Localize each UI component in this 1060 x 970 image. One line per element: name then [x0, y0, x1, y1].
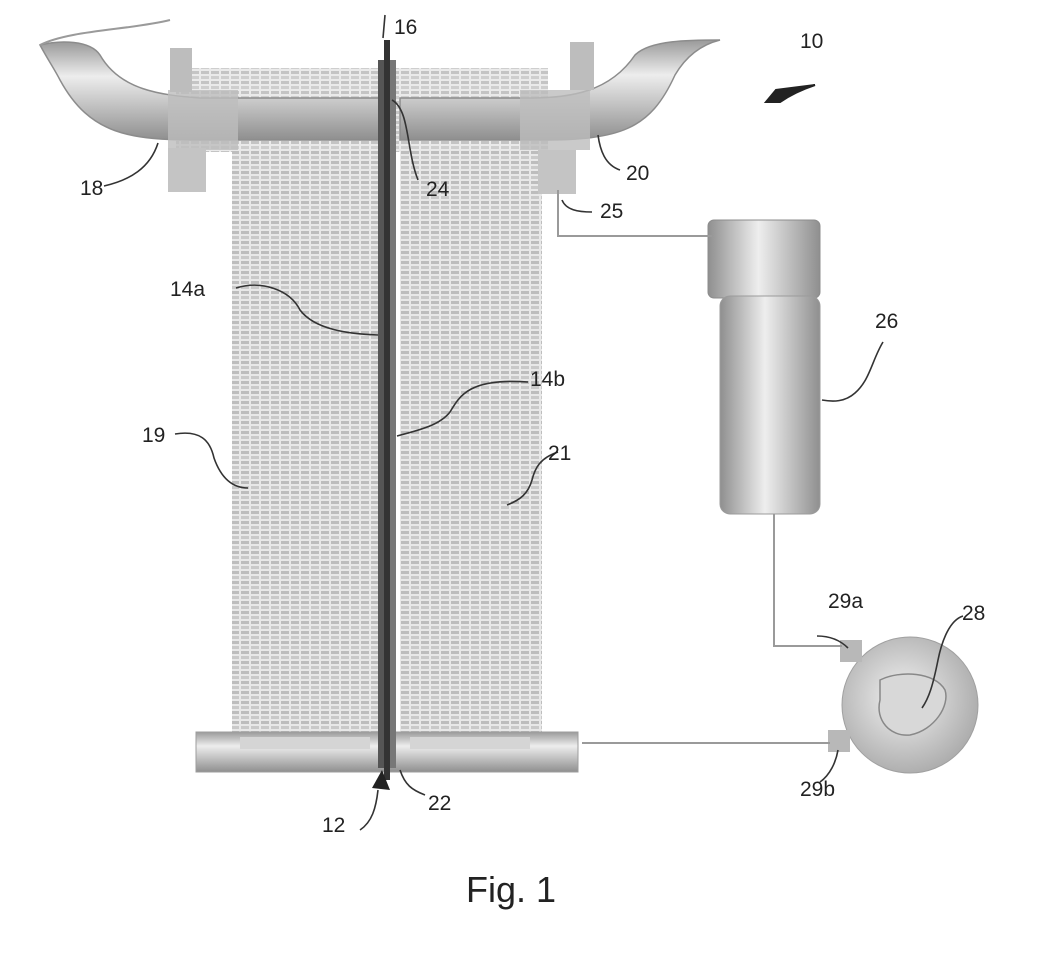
filter-26 — [708, 220, 820, 514]
label-16: 16 — [394, 16, 417, 39]
label-14a: 14a — [170, 278, 205, 301]
label-28: 28 — [962, 602, 985, 625]
core-left-half — [232, 150, 382, 738]
arrow-10 — [766, 85, 815, 102]
core-right-half — [400, 150, 542, 738]
label-25: 25 — [600, 200, 623, 223]
label-29a: 29a — [828, 590, 863, 613]
bottom-flange-slot-right — [410, 737, 530, 749]
line-filter-to-pump — [774, 514, 842, 646]
label-22: 22 — [428, 792, 451, 815]
label-24: 24 — [426, 178, 450, 201]
left-top-bolt — [170, 48, 192, 92]
label-29b: 29b — [800, 778, 835, 801]
label-21: 21 — [548, 442, 571, 465]
bottom-flange-slot-left — [240, 737, 370, 749]
label-18: 18 — [80, 177, 103, 200]
line-25-to-filter — [558, 190, 712, 236]
right-top-bolt — [570, 42, 594, 90]
figure-caption: Fig. 1 — [466, 869, 556, 910]
filter-cap — [708, 220, 820, 298]
label-12: 12 — [322, 814, 345, 837]
left-bracket — [168, 148, 206, 192]
pump-outlet-29b — [828, 730, 850, 752]
right-bracket-25 — [538, 150, 576, 194]
pump-28 — [828, 637, 978, 773]
label-14b: 14b — [530, 368, 565, 391]
left-inlet-edge — [40, 20, 170, 45]
label-26: 26 — [875, 310, 898, 333]
label-20: 20 — [626, 162, 649, 185]
right-flange-block — [520, 90, 590, 150]
left-flange-block — [168, 90, 238, 150]
filter-bowl — [720, 296, 820, 514]
label-10: 10 — [800, 30, 823, 53]
label-19: 19 — [142, 424, 165, 447]
center-rod-16 — [384, 40, 390, 780]
heat-exchanger — [40, 20, 720, 780]
